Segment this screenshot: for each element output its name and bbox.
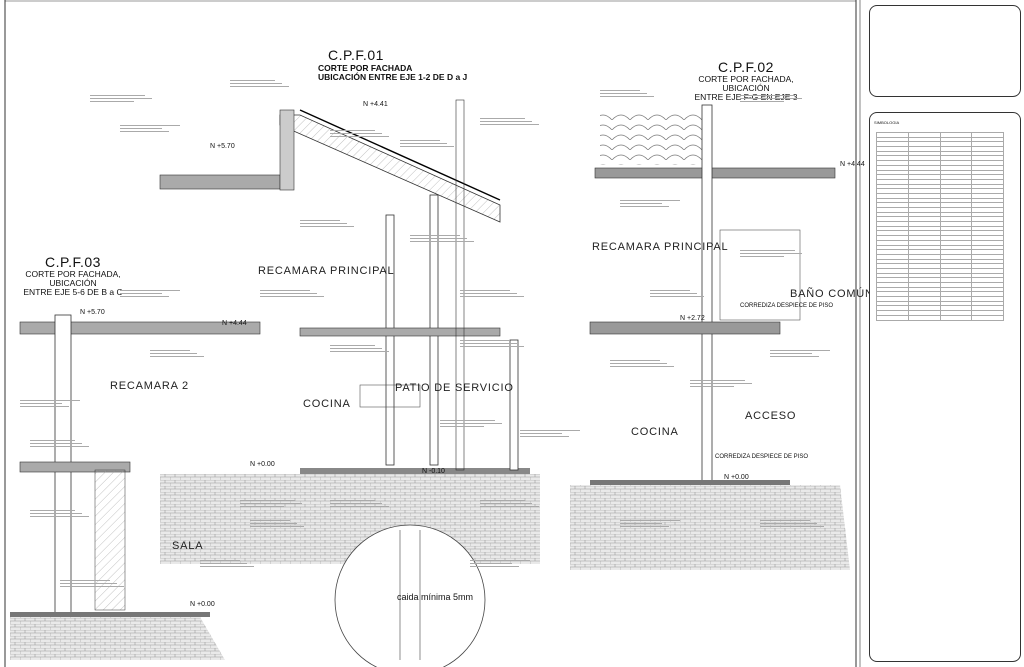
room-label: COCINA — [303, 398, 351, 410]
section-code: C.P.F.01 — [328, 47, 384, 63]
annotation-note — [20, 400, 80, 409]
subtitle-line: CORTE POR FACHADA — [318, 63, 413, 73]
annotation-note — [460, 290, 524, 299]
subtitle-line: CORTE POR FACHADA, UBICACIÓN — [698, 74, 794, 93]
annotation-note — [470, 560, 530, 569]
drain-slope-note: caida mínima 5mm — [397, 592, 474, 602]
annotation-note — [740, 250, 802, 259]
annotation-note — [610, 360, 674, 369]
level-marker: N -0.10 — [422, 468, 445, 475]
level-marker: N +4.44 — [222, 320, 247, 327]
annotation-note — [30, 510, 89, 519]
room-label: RECAMARA PRINCIPAL — [592, 241, 729, 253]
level-marker: N +5.70 — [210, 143, 235, 150]
annotation-note — [300, 220, 354, 229]
annotation-note — [480, 500, 539, 509]
annotation-note — [330, 345, 389, 354]
section-title-cpf01: C.P.F.01 — [328, 47, 384, 63]
annotation-note — [770, 350, 830, 359]
annotation-note — [440, 420, 502, 429]
annotation-note — [400, 140, 454, 149]
level-marker: N +4.41 — [363, 101, 388, 108]
annotation-note — [250, 520, 304, 529]
legend-heading: SIMBOLOGIA — [874, 120, 900, 125]
annotation-note — [230, 80, 289, 89]
room-label: SALA — [172, 540, 204, 552]
subtitle-line: ENTRE EJE F-G EN EJE 3 — [694, 92, 798, 102]
annotation-note — [60, 580, 124, 589]
section-code: C.P.F.03 — [45, 254, 101, 270]
annotation-note — [120, 290, 180, 299]
annotation-note — [740, 95, 802, 104]
level-marker: N +0.00 — [250, 461, 275, 468]
room-label: RECAMARA PRINCIPAL — [258, 265, 395, 277]
level-marker: N +4.44 — [840, 161, 865, 168]
annotation-note — [330, 500, 389, 509]
level-marker: N +0.00 — [190, 601, 215, 608]
annotation-note — [760, 520, 824, 529]
title-block — [869, 5, 1021, 97]
annotation-note — [240, 500, 302, 509]
area-table — [876, 132, 1004, 321]
subtitle-line: UBICACIÓN ENTRE EJE 1-2 DE D a J — [318, 72, 468, 82]
level-marker: N +0.00 — [724, 474, 749, 481]
table-row — [876, 314, 1004, 321]
section-cpf02-drawing — [570, 104, 850, 570]
room-label: RECAMARA 2 — [110, 380, 189, 392]
sheet-border — [4, 0, 861, 667]
annotation-note — [410, 235, 474, 244]
annotation-note — [520, 430, 580, 439]
room-label: ACCESO — [745, 410, 797, 422]
door-note: CORREDIZA DESPIECE DE PISO — [715, 454, 809, 460]
annotation-note — [620, 200, 680, 209]
annotation-note — [480, 118, 539, 127]
section-subtitle-cpf01: CORTE POR FACHADA UBICACIÓN ENTRE EJE 1-… — [318, 64, 467, 82]
annotation-note — [620, 520, 680, 529]
annotation-note — [200, 560, 254, 569]
level-marker: N +5.70 — [80, 309, 105, 316]
annotation-note — [120, 125, 180, 134]
section-cpf01-drawing — [159, 99, 540, 667]
annotation-note — [260, 290, 324, 299]
annotation-note — [690, 380, 752, 389]
room-label: COCINA — [631, 426, 679, 438]
annotation-note — [30, 440, 89, 449]
annotation-note — [150, 350, 204, 359]
room-label: PATIO DE SERVICIO — [395, 382, 514, 394]
annotation-note — [600, 90, 654, 99]
room-label: BAÑO COMÚN — [790, 288, 874, 300]
subtitle-line: ENTRE EJE 5-6 DE B a C — [23, 287, 123, 297]
section-title-cpf02: C.P.F.02 CORTE POR FACHADA, UBICACIÓN EN… — [686, 59, 806, 102]
annotation-note — [90, 95, 152, 104]
level-marker: N +2.72 — [680, 315, 705, 322]
section-title-cpf03: C.P.F.03 CORTE POR FACHADA, UBICACIÓN EN… — [18, 254, 128, 297]
annotation-note — [330, 130, 389, 139]
door-note: CORREDIZA DESPIECE DE PISO — [740, 303, 834, 309]
section-code: C.P.F.02 — [718, 59, 774, 75]
subtitle-line: CORTE POR FACHADA, UBICACIÓN — [25, 269, 121, 288]
annotation-note — [650, 290, 704, 299]
annotation-note — [460, 340, 524, 349]
